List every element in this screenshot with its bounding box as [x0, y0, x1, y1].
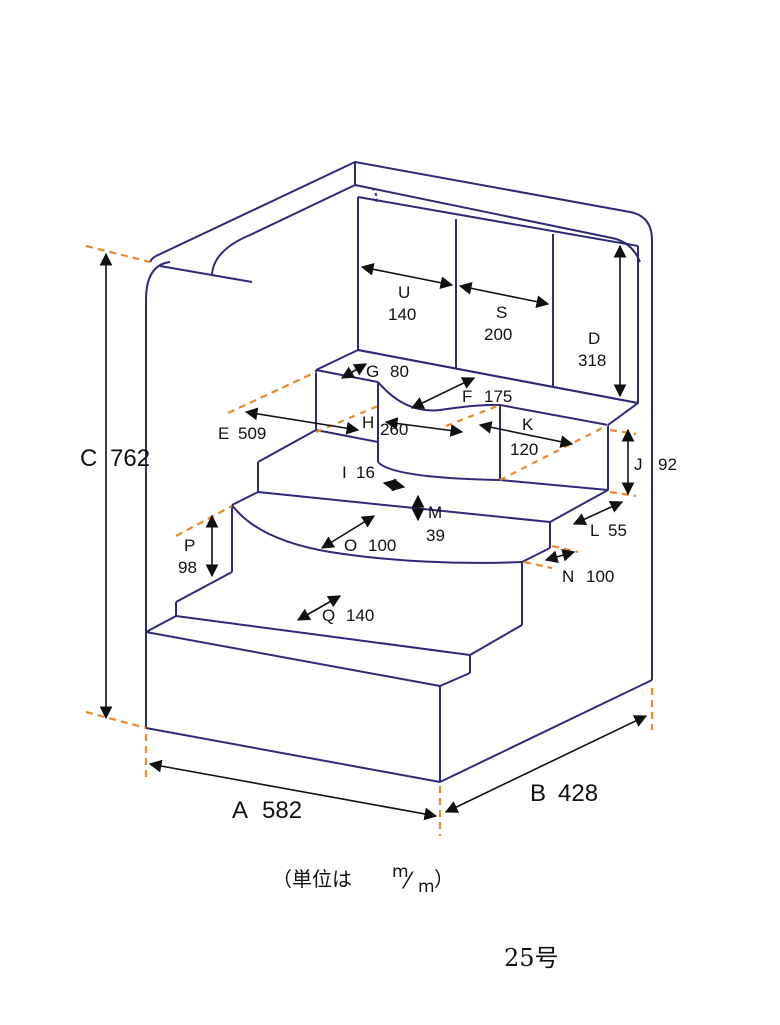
front-top-left — [145, 615, 177, 633]
tub-outline — [145, 161, 653, 783]
unit-note-suffix: ） — [434, 867, 454, 891]
label-L-value: 55 — [608, 521, 627, 540]
label-I-value: 16 — [356, 463, 375, 482]
step2-left-top — [231, 491, 259, 506]
label-G-letter: G — [366, 362, 379, 381]
seat-top — [315, 349, 639, 426]
rim-hint — [371, 187, 378, 203]
label-P-letter: P — [184, 536, 195, 555]
label-P-value: 98 — [178, 558, 197, 577]
unit-note-den: m — [418, 877, 435, 897]
back-wall-top — [357, 196, 639, 247]
seat-cutout-top — [377, 381, 501, 412]
arrow-Q — [296, 595, 342, 621]
front-bottom — [145, 727, 441, 783]
label-U-letter: U — [398, 283, 410, 302]
arrow-H — [384, 417, 464, 437]
label-A-value: 582 — [262, 797, 302, 824]
top-rim-outer — [149, 161, 653, 680]
dimension-arrows — [99, 244, 648, 821]
unit-note: （単位は m ⁄ m ） — [272, 862, 454, 897]
step2-right — [521, 547, 551, 563]
label-H-value: 260 — [380, 420, 408, 439]
arrow-F — [410, 377, 476, 409]
seat-front-right — [499, 404, 609, 426]
arrow-I — [382, 478, 406, 492]
label-E-value: 509 — [238, 424, 266, 443]
step1-right-riser — [499, 479, 609, 523]
dimension-labels: A 582 B 428 C 762 D 318 U 140 S 200 G 80… — [80, 283, 677, 824]
label-B-value: 428 — [558, 780, 598, 807]
model-label: 25号 — [504, 944, 559, 972]
label-L-letter: L — [590, 521, 599, 540]
label-A-letter: A — [232, 797, 248, 824]
step3-back-right — [469, 624, 523, 656]
arrow-U — [360, 262, 454, 290]
arrow-L — [572, 500, 624, 526]
step3-top-left — [175, 571, 233, 603]
side-bottom — [439, 679, 653, 783]
label-M-letter: M — [428, 503, 442, 522]
label-B-letter: B — [530, 780, 546, 807]
label-H-letter: H — [362, 413, 374, 432]
step2-curve — [231, 504, 523, 564]
label-M-value: 39 — [426, 526, 445, 545]
label-Q-letter: Q — [322, 606, 335, 625]
arrow-E — [244, 407, 360, 435]
front-top — [145, 631, 441, 687]
label-F-letter: F — [462, 387, 472, 406]
label-N-letter: N — [562, 567, 574, 586]
label-U-value: 140 — [388, 305, 416, 324]
arrow-A — [148, 759, 438, 821]
label-F-value: 175 — [484, 387, 512, 406]
label-K-letter: K — [522, 415, 534, 434]
top-rim-left-curve — [145, 261, 171, 301]
guide-lines — [85, 244, 654, 836]
label-N-value: 100 — [586, 567, 614, 586]
seat-cutout-bottom — [377, 461, 501, 481]
label-S-letter: S — [496, 303, 507, 322]
arrow-K — [478, 421, 574, 448]
label-C-letter: C — [80, 445, 97, 472]
label-J-value: 92 — [658, 455, 677, 474]
label-Q-value: 140 — [346, 606, 374, 625]
label-O-letter: O — [344, 536, 357, 555]
unit-note-prefix: （単位は — [272, 867, 352, 891]
inner-rim-left — [159, 265, 253, 283]
label-D-value: 318 — [578, 351, 606, 370]
label-E-letter: E — [218, 424, 229, 443]
step1-top-left — [257, 429, 317, 463]
step1-front-line — [257, 491, 551, 523]
arrow-O — [320, 515, 376, 549]
label-C-value: 762 — [110, 445, 150, 472]
label-O-value: 100 — [368, 536, 396, 555]
arrow-G — [340, 363, 368, 379]
label-D-letter: D — [588, 329, 600, 348]
label-I-letter: I — [342, 463, 347, 482]
arrow-B — [444, 715, 648, 813]
label-J-letter: J — [634, 455, 643, 474]
unit-note-num: m — [392, 862, 409, 882]
label-S-value: 200 — [484, 325, 512, 344]
arrow-S — [458, 282, 550, 308]
arrow-N — [544, 549, 576, 563]
label-G-value: 80 — [390, 362, 409, 381]
front-top-right — [439, 672, 471, 687]
label-K-value: 120 — [510, 440, 538, 459]
